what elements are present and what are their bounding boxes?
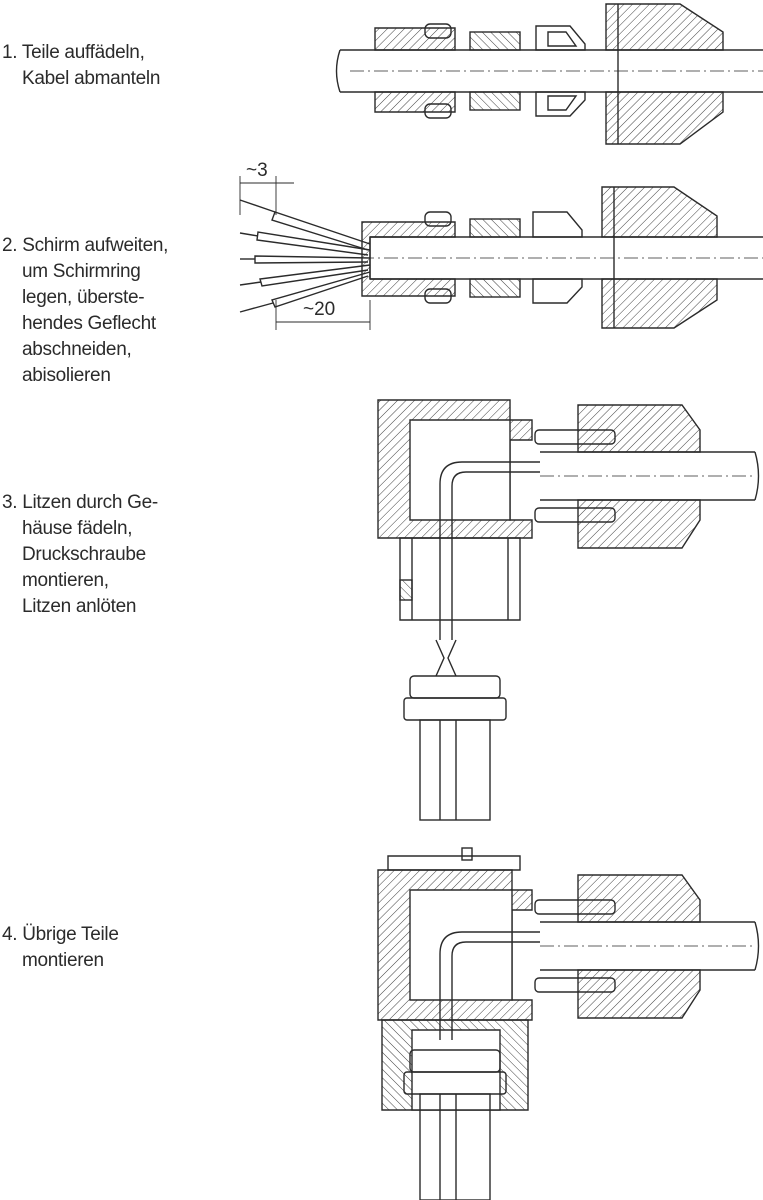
step-3-text: 3. Litzen durch Ge- häuse fädeln, Drucks…: [2, 490, 242, 620]
step-2-line-1: 2. Schirm aufweiten,: [2, 235, 169, 256]
step-2-wires: [239, 199, 371, 313]
step-4-line-2: montieren: [22, 950, 104, 971]
step-2-clamp: [532, 211, 583, 304]
step-3-line-4: montieren,: [22, 570, 109, 591]
step-3-nut: [534, 404, 701, 549]
dimension-braid-length-label: ~20: [303, 299, 335, 320]
step-3-insert: [403, 675, 507, 821]
step-2-line-3: legen, überste-: [22, 287, 145, 308]
step-1-cable: [335, 49, 763, 93]
step-4-wires: [439, 931, 540, 1040]
step-3-drawing: [377, 399, 760, 821]
step-3-housing: [377, 399, 533, 621]
step-1-seal: [469, 31, 521, 111]
step-4-line-1: 4. Übrige Teile: [2, 924, 119, 945]
dimension-strip-length-label: ~3: [246, 160, 268, 181]
step-4-housing: [377, 869, 533, 1111]
step-1-clamp: [535, 25, 586, 117]
step-4-cable: [540, 921, 760, 971]
step-1-shield-ring: [374, 23, 456, 119]
step-2-shield-ring: [361, 211, 456, 304]
step-2-cable: [360, 236, 763, 280]
step-1-line-2: Kabel abmanteln: [22, 68, 161, 89]
step-1-pressure-screw: [605, 3, 724, 145]
step-2-line-4: hendes Geflecht: [22, 313, 156, 334]
step-4-drawing: [377, 847, 760, 1200]
step-2-text: 2. Schirm aufweiten, um Schirmring legen…: [2, 233, 242, 389]
step-2-line-5: abschneiden,: [22, 339, 132, 360]
step-4-cap: [387, 847, 521, 871]
step-2-drawing: [239, 176, 763, 330]
step-1-drawing: [335, 3, 763, 145]
step-text-column: 1. Teile auffädeln, Kabel abmanteln 2. S…: [0, 0, 250, 1200]
step-3-line-3: Druckschraube: [22, 544, 146, 565]
step-4-nut: [534, 874, 701, 1019]
step-3-wires: [435, 461, 540, 677]
step-3-line-1: 3. Litzen durch Ge-: [2, 492, 158, 513]
step-2-pressure-screw: [601, 186, 718, 329]
step-2-line-2: um Schirmring: [22, 261, 141, 282]
step-3-cable: [540, 451, 760, 501]
step-2-seal: [469, 218, 521, 298]
step-1-text: 1. Teile auffädeln, Kabel abmanteln: [2, 40, 242, 92]
step-4-text: 4. Übrige Teile montieren: [2, 922, 242, 974]
step-2-dimension-lines: [239, 176, 371, 330]
step-1-line-1: 1. Teile auffädeln,: [2, 42, 145, 63]
step-4-insert: [403, 1049, 507, 1200]
step-3-line-5: Litzen anlöten: [22, 596, 137, 617]
step-3-line-2: häuse fädeln,: [22, 518, 133, 539]
step-2-line-6: abisolieren: [22, 365, 111, 386]
